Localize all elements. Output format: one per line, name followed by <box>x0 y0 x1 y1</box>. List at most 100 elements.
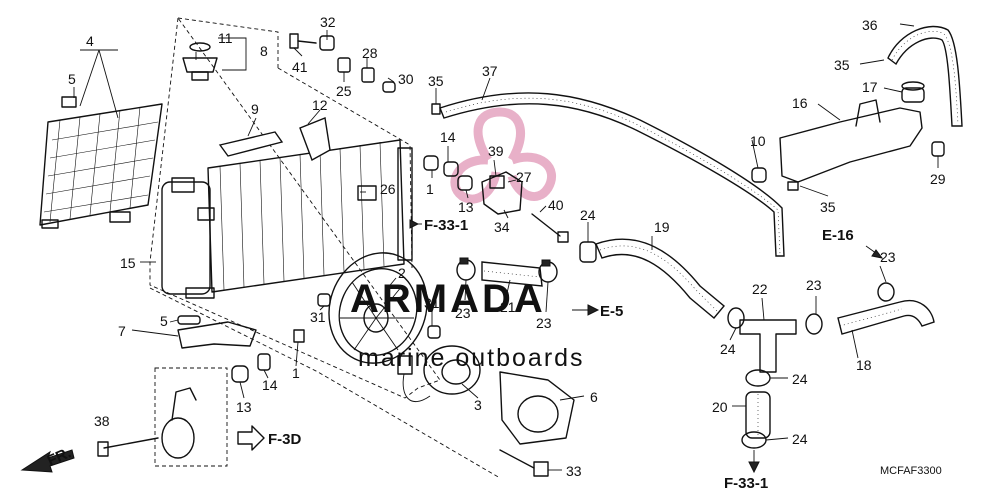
hose-clamp-23-e16 <box>877 282 895 302</box>
ref-f3d: F-3D <box>268 431 302 448</box>
label-part-39: 39 <box>488 143 504 159</box>
ref-e16: E-16 <box>822 227 854 244</box>
label-part-24-joint: 24 <box>720 341 736 357</box>
diagram-code: MCFAF3300 <box>880 465 942 477</box>
grommet-14 <box>443 161 459 177</box>
bolt-33 <box>533 461 549 477</box>
arrows <box>20 219 884 474</box>
label-part-23-joint: 23 <box>806 277 822 293</box>
hose-clamp-23-joint <box>805 313 823 335</box>
radiator-hose-12 <box>299 117 331 162</box>
collar-14-lower <box>257 353 271 371</box>
clip-30 <box>382 81 396 93</box>
label-part-31-right: 31 <box>424 295 440 311</box>
clip-1-lower <box>293 329 305 343</box>
label-part-33: 33 <box>566 463 582 479</box>
water-hose-18 <box>837 299 935 335</box>
grommet-31-left <box>317 293 331 307</box>
label-part-5-lower: 5 <box>160 313 168 329</box>
label-part-38: 38 <box>94 413 110 429</box>
label-part-23-e16: 23 <box>880 249 896 265</box>
hose-clamp-24-top <box>579 241 597 263</box>
ref-e5: E-5 <box>600 303 623 320</box>
bolt-33-shank <box>499 449 535 469</box>
washer-5-lower <box>177 315 201 325</box>
label-part-3: 3 <box>474 397 482 413</box>
label-part-26: 26 <box>380 181 396 197</box>
nut-28 <box>337 57 351 73</box>
reserve-tank <box>751 81 945 191</box>
bolt-40 <box>531 213 569 243</box>
water-hose-19 <box>595 238 725 319</box>
label-part-8: 8 <box>260 43 268 59</box>
fan-motor <box>397 345 481 403</box>
radiator-assembly-outline <box>149 16 441 399</box>
bolt-32 <box>289 33 317 49</box>
label-part-21: 21 <box>500 299 516 315</box>
label-part-29: 29 <box>930 171 946 187</box>
label-part-18: 18 <box>856 357 872 373</box>
leader-lines <box>73 23 939 471</box>
arrow-f33-top <box>409 219 422 229</box>
label-part-35-left: 35 <box>428 73 444 89</box>
label-part-13-lower: 13 <box>236 399 252 415</box>
label-part-7: 7 <box>118 323 126 339</box>
label-part-2: 2 <box>398 265 406 281</box>
label-part-35-top: 35 <box>834 57 850 73</box>
label-part-24-top: 24 <box>580 207 596 223</box>
watermark-brand: ARMADA <box>350 277 546 321</box>
label-part-11: 11 <box>218 30 233 46</box>
water-joint-22 <box>739 319 797 373</box>
label-part-32: 32 <box>320 14 336 30</box>
front-arrow <box>20 449 75 473</box>
grommet-13-lower <box>231 365 249 383</box>
label-part-17: 17 <box>862 79 878 95</box>
collar-28 <box>361 67 375 83</box>
label-part-36: 36 <box>862 17 878 33</box>
label-part-22: 22 <box>752 281 768 297</box>
horn <box>97 387 197 459</box>
hose-clamp-24-joint <box>727 307 745 329</box>
label-part-31-left: 31 <box>310 309 326 325</box>
label-part-5: 5 <box>68 71 76 87</box>
radiator-cap <box>182 42 218 81</box>
thermostat-housing <box>481 171 523 215</box>
reference-codes: F-33-1 E-5 E-16 F-33-1 F-3D FR. MCFAF330… <box>45 217 942 492</box>
radiator-core <box>161 139 413 299</box>
label-part-4: 4 <box>86 33 94 49</box>
label-part-35-tank: 35 <box>820 199 836 215</box>
label-part-12: 12 <box>312 97 328 113</box>
radiator-grille <box>39 96 163 229</box>
label-part-14-top: 14 <box>440 129 456 145</box>
label-part-28: 28 <box>362 45 378 61</box>
label-part-23-left: 23 <box>455 305 471 321</box>
label-part-20: 20 <box>712 399 728 415</box>
watermark: ARMADA marine outboards <box>350 107 585 372</box>
label-part-23-right: 23 <box>536 315 552 331</box>
overflow-hose-36 <box>887 25 963 127</box>
water-hose-21 <box>481 261 543 287</box>
horn-box <box>154 367 228 467</box>
radiator-outline-top <box>177 17 279 68</box>
bracket-26 <box>357 185 377 201</box>
label-part-15: 15 <box>120 255 136 271</box>
label-part-27: 27 <box>516 169 532 185</box>
label-part-24-bottom: 24 <box>792 431 808 447</box>
label-part-13-top: 13 <box>458 199 474 215</box>
grommet-13 <box>457 175 473 191</box>
label-part-37: 37 <box>482 63 498 79</box>
arrow-f33-bottom <box>748 450 760 474</box>
part-labels: 4 5 11 8 9 32 41 28 25 30 35 37 12 14 1 … <box>68 14 946 479</box>
watermark-subtitle: marine outboards <box>358 344 585 372</box>
grommet-1-top <box>423 155 439 171</box>
ref-f33-1-top: F-33-1 <box>424 217 468 234</box>
arrow-e5 <box>572 304 600 316</box>
label-part-10: 10 <box>750 133 766 149</box>
label-part-40: 40 <box>548 197 564 213</box>
label-part-30: 30 <box>398 71 414 87</box>
label-part-1-top: 1 <box>426 181 434 197</box>
label-part-6: 6 <box>590 389 598 405</box>
clip-35-left <box>431 103 441 115</box>
hose-clamp-24-mid <box>745 369 771 387</box>
siphon-hose-37 <box>439 92 785 257</box>
